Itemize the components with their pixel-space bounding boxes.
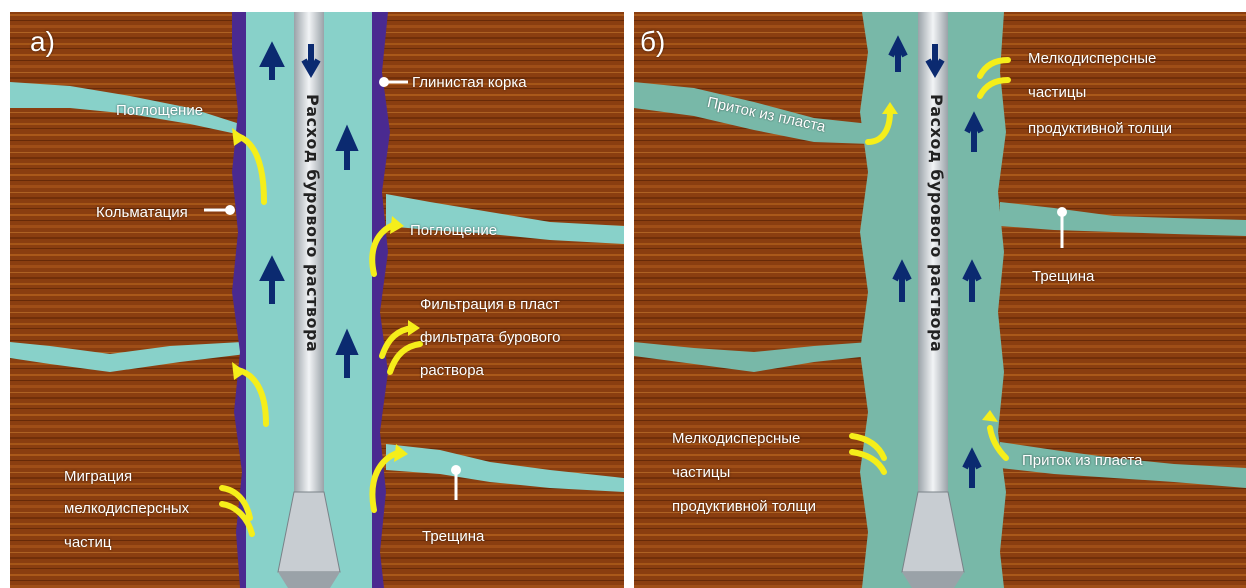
label-fine-top-line3: продуктивной толщи (1028, 116, 1172, 141)
label-crack-b: Трещина (1032, 264, 1094, 289)
label-filtration-line1: Фильтрация в пласт (420, 292, 560, 317)
label-mud-cake: Глинистая корка (412, 70, 527, 95)
label-crack-a: Трещина (422, 524, 484, 549)
panel-divider (624, 0, 634, 588)
drill-bit-base-b (902, 572, 964, 588)
flow-text-b: Расход бурового раствора (927, 94, 946, 352)
panel-a-diagram: а) Расход бурового раствора Глинистая ко… (10, 12, 624, 588)
label-fine-top-line1: Мелкодисперсные (1028, 46, 1156, 71)
label-fine-bottom-line1: Мелкодисперсные (672, 426, 800, 451)
label-absorption-right: Поглощение (410, 218, 497, 243)
label-fine-top-line2: частицы (1028, 80, 1086, 105)
panel-b-diagram: б) Расход бурового раствора Приток из пл… (634, 12, 1246, 588)
label-migration-line1: Миграция (64, 464, 132, 489)
label-filtration-line2: фильтрата бурового (420, 325, 560, 350)
label-absorption-left: Поглощение (116, 98, 203, 123)
label-fine-bottom-line2: частицы (672, 460, 730, 485)
drill-bit-base (278, 572, 340, 588)
flow-text-a: Расход бурового раствора (303, 94, 322, 352)
panel-label-a: а) (30, 26, 55, 58)
label-fine-bottom-line3: продуктивной толщи (672, 494, 816, 519)
label-migration-line2: мелкодисперсных (64, 496, 189, 521)
label-migration-line3: частиц (64, 530, 112, 555)
label-inflow-bottom: Приток из пласта (1022, 448, 1142, 473)
panel-label-b: б) (640, 26, 665, 58)
label-filtration-line3: раствора (420, 358, 484, 383)
label-colmatation: Кольматация (96, 200, 188, 225)
